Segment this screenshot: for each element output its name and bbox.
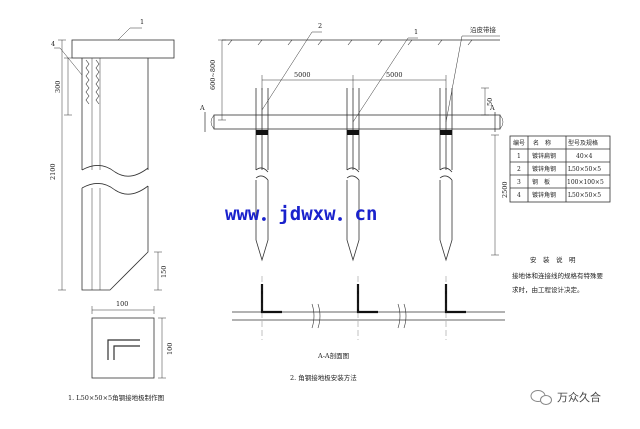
ground-rod-1 bbox=[255, 88, 269, 262]
angle-body-upper bbox=[81, 58, 149, 170]
base-plate-top-view bbox=[91, 317, 155, 379]
callout-4: 4 bbox=[51, 40, 55, 48]
break-line-upper bbox=[81, 165, 149, 177]
dim-plate-width: 100 bbox=[116, 300, 128, 308]
table-cell: 镀锌角钢 bbox=[532, 191, 556, 199]
wechat-logo-icon bbox=[530, 390, 552, 405]
caption-fabrication: 1. L50×50×5角钢接地极制作图 bbox=[68, 393, 164, 402]
angle-body-lower bbox=[81, 186, 149, 291]
table-header-name: 名 称 bbox=[533, 139, 551, 147]
notes-line-1: 接地体和连接线的规格有特殊要 bbox=[512, 271, 604, 280]
section-mark-right: A bbox=[489, 104, 495, 112]
ground-rod-3 bbox=[439, 88, 453, 262]
table-cell: 100×100×5 bbox=[567, 179, 604, 186]
dim-span-a: 5000 bbox=[294, 71, 311, 79]
dim-300: 300 bbox=[54, 81, 62, 93]
dim-150: 150 bbox=[160, 266, 168, 278]
ground-rod-2 bbox=[346, 88, 360, 262]
dim-50: 50 bbox=[486, 98, 494, 106]
flat-steel-conductor bbox=[213, 114, 501, 130]
callout-1-main: 1 bbox=[414, 28, 418, 36]
fabrication-view bbox=[54, 27, 175, 379]
dim-span-b: 5000 bbox=[386, 71, 403, 79]
material-table bbox=[509, 135, 611, 203]
table-cell: 镀锌角钢 bbox=[532, 165, 556, 173]
section-aa-view bbox=[232, 276, 505, 340]
callout-2: 2 bbox=[318, 22, 322, 30]
brand-name: 万众久合 bbox=[557, 390, 601, 404]
caption-installation: 2. 角钢接地极安装方法 bbox=[290, 373, 357, 382]
watermark-text: www．jdwxw．cn bbox=[225, 203, 377, 225]
table-cell: 1 bbox=[517, 153, 521, 160]
weld-seam bbox=[85, 59, 90, 105]
table-header-no: 编号 bbox=[513, 139, 525, 147]
section-mark-left: A bbox=[199, 104, 205, 112]
callout-conductor: 沿皮带接 bbox=[470, 25, 497, 34]
table-cell: 镀锌扁钢 bbox=[532, 152, 556, 160]
caption-section: A-A剖面图 bbox=[317, 351, 349, 360]
table-cell: 4 bbox=[517, 192, 521, 199]
installation-view bbox=[204, 31, 504, 262]
table-cell: 钢 板 bbox=[532, 178, 550, 186]
top-plate bbox=[71, 39, 175, 59]
table-cell: 2 bbox=[517, 166, 521, 173]
callout-1-left: 1 bbox=[140, 18, 144, 26]
table-cell: 40×4 bbox=[576, 153, 593, 160]
span-dimension bbox=[261, 75, 447, 90]
table-cell: L50×50×5 bbox=[568, 166, 601, 173]
notes-line-2: 求时，由工程设计决定。 bbox=[512, 285, 584, 294]
table-cell: L50×50×5 bbox=[568, 192, 601, 199]
dim-plate-height: 100 bbox=[166, 343, 174, 355]
dim-2100: 2100 bbox=[49, 163, 57, 180]
angle-section-mark bbox=[107, 339, 140, 360]
break-line-lower bbox=[81, 183, 149, 195]
dim-depth: 600~800 bbox=[209, 60, 217, 90]
notes-title: 安 装 说 明 bbox=[530, 255, 576, 264]
table-header-spec: 型号及规格 bbox=[568, 139, 598, 147]
table-cell: 3 bbox=[517, 179, 521, 186]
dim-right: 2500 bbox=[501, 181, 509, 198]
